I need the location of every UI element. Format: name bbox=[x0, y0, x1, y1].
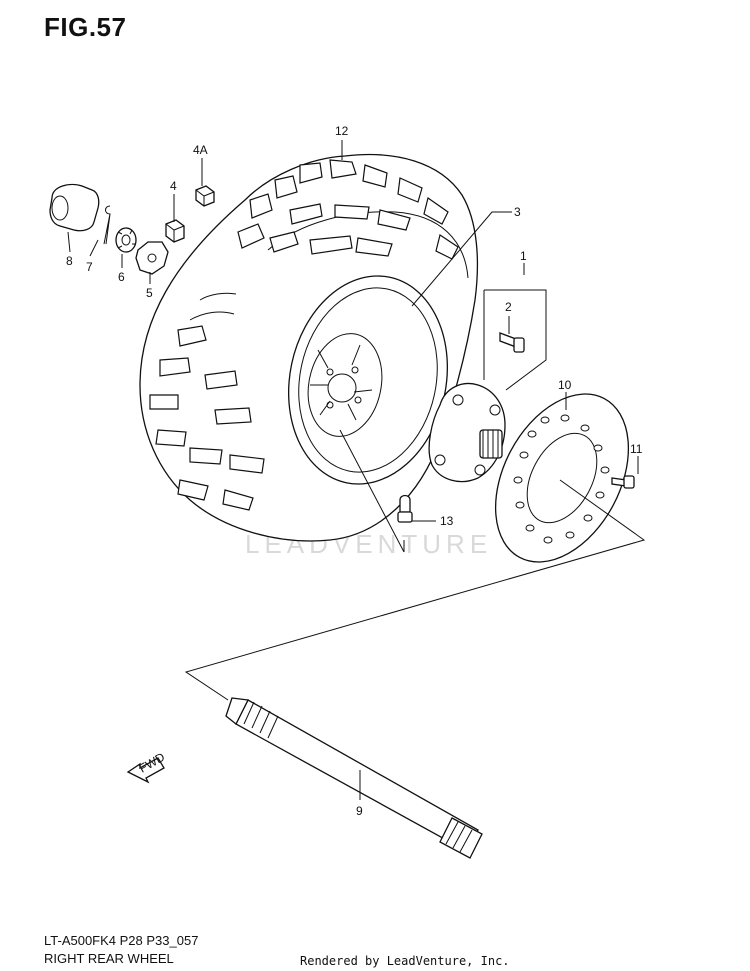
drive-shaft-icon[interactable] bbox=[225, 697, 483, 859]
brake-disc-icon[interactable] bbox=[469, 371, 656, 584]
hub-cap-icon[interactable] bbox=[49, 183, 100, 232]
washer-icon[interactable] bbox=[135, 241, 169, 275]
callout-3: 3 bbox=[514, 205, 521, 219]
figure-caption: RIGHT REAR WHEEL bbox=[44, 951, 174, 966]
callout-2: 2 bbox=[505, 300, 512, 314]
callout-1: 1 bbox=[520, 249, 527, 263]
callout-6: 6 bbox=[118, 270, 125, 284]
callout-10: 10 bbox=[558, 378, 572, 392]
render-credit: Rendered by LeadVenture, Inc. bbox=[300, 954, 510, 968]
wheel-nut-icon[interactable] bbox=[195, 185, 215, 207]
callout-12: 12 bbox=[335, 124, 349, 138]
callout-9: 9 bbox=[356, 804, 363, 818]
disc-bolt-icon[interactable] bbox=[611, 475, 635, 489]
model-code: LT-A500FK4 P28 P33_057 bbox=[44, 933, 199, 948]
callout-8: 8 bbox=[66, 254, 73, 268]
callout-7: 7 bbox=[86, 260, 93, 274]
fwd-arrow-icon: FWD bbox=[126, 750, 167, 784]
wheel-nut-icon[interactable] bbox=[165, 219, 185, 243]
castle-nut-icon[interactable] bbox=[115, 227, 137, 253]
cotter-pin-icon[interactable] bbox=[103, 205, 111, 245]
callout-11: 11 bbox=[630, 442, 643, 456]
callout-4: 4 bbox=[170, 179, 177, 193]
valve-icon[interactable] bbox=[397, 494, 413, 523]
hub-bolt-icon[interactable] bbox=[499, 332, 525, 353]
hub-assembly-icon[interactable] bbox=[428, 382, 506, 483]
callout-5: 5 bbox=[146, 286, 153, 300]
leader-lines bbox=[67, 140, 646, 800]
figure-title: FIG.57 bbox=[44, 12, 127, 42]
callout-4a: 4A bbox=[193, 143, 208, 157]
callout-13: 13 bbox=[440, 514, 454, 528]
